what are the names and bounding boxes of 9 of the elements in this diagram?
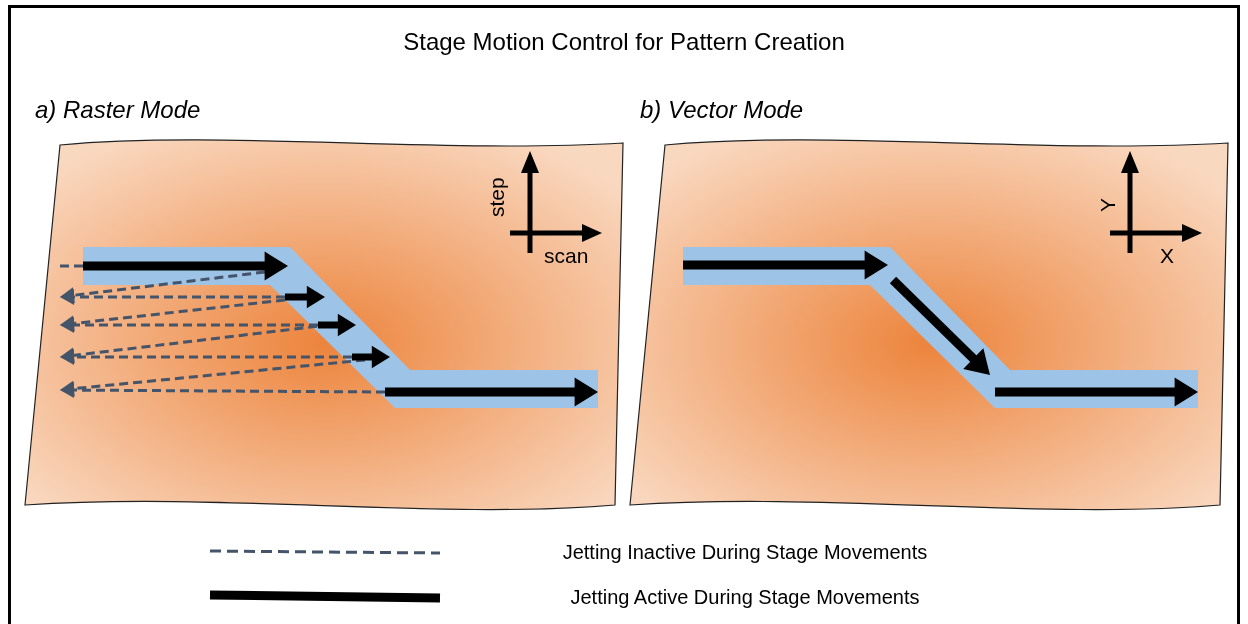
axis-label: Y: [1097, 198, 1118, 212]
panel-heading: b) Vector Mode: [640, 96, 804, 124]
axis-label: scan: [544, 245, 589, 266]
panel-heading: a) Raster Mode: [35, 96, 201, 124]
legend-text: Jetting Active During Stage Movements: [569, 586, 921, 609]
axis-label: step: [486, 177, 507, 217]
axis-label: X: [1160, 245, 1174, 266]
diagram-title: Stage Motion Control for Pattern Creation: [402, 28, 846, 56]
legend-text: Jetting Inactive During Stage Movements: [561, 541, 929, 564]
